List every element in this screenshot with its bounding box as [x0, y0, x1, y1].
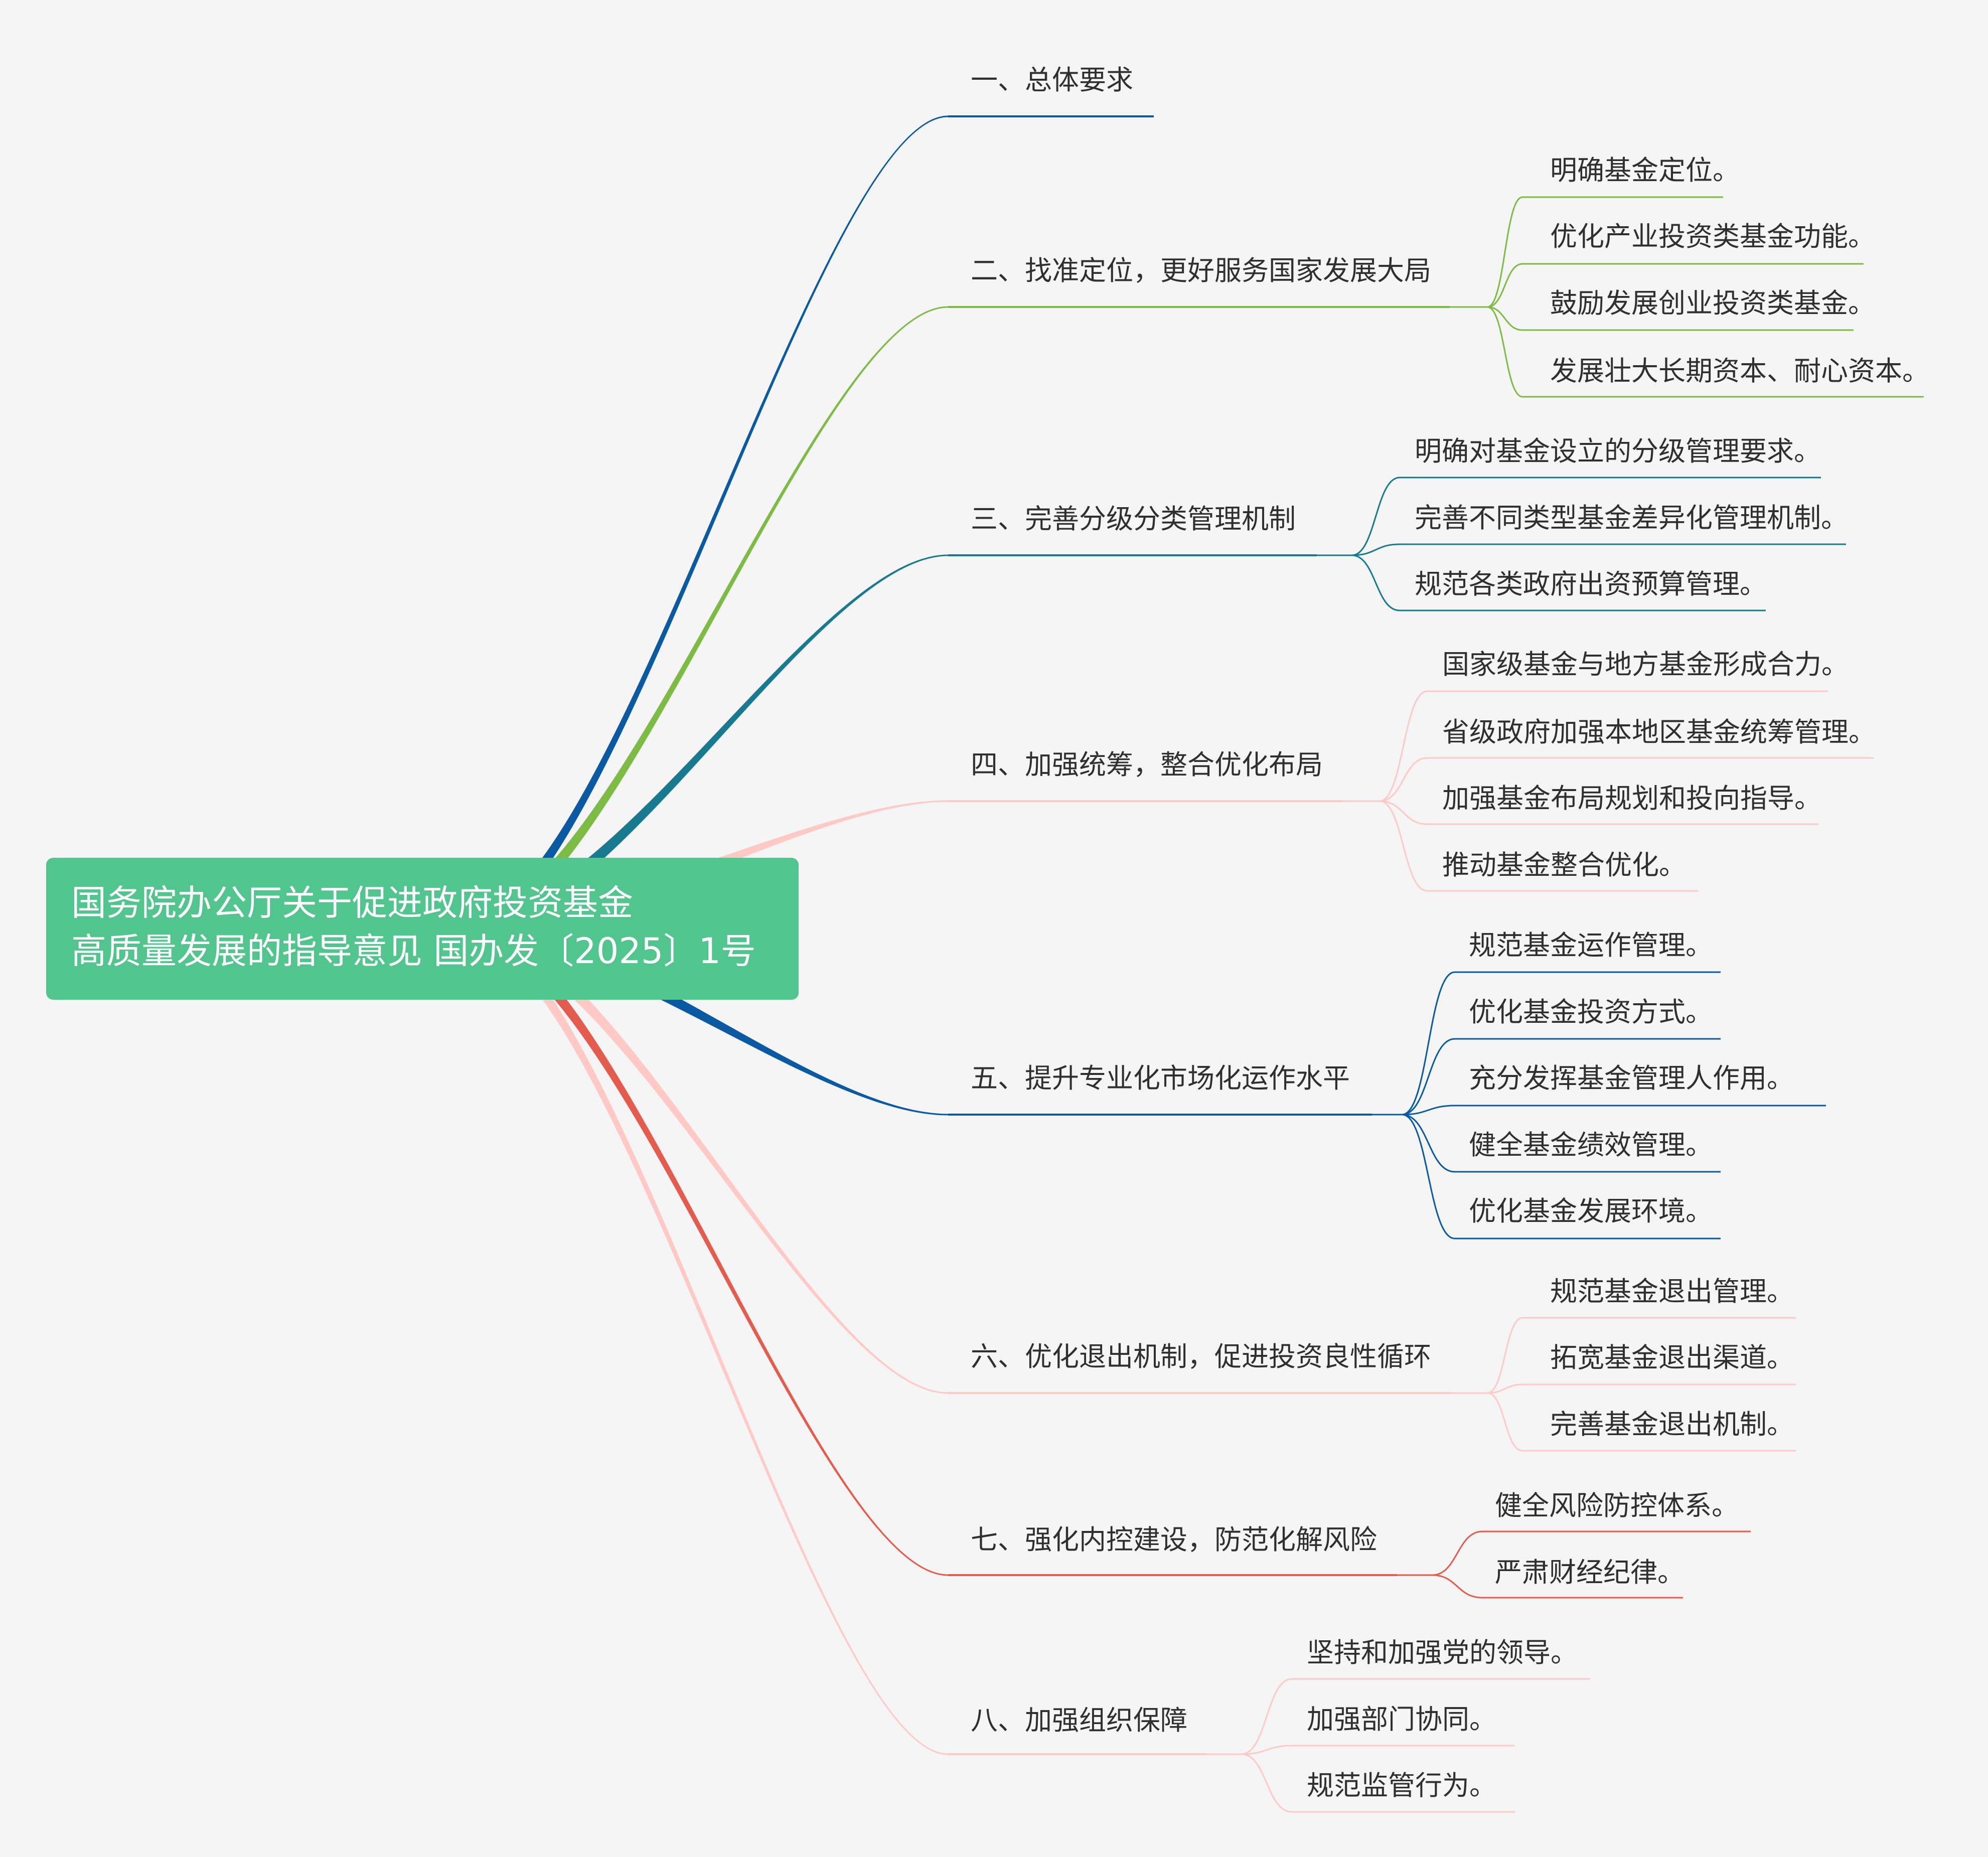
subtopic-5-1[interactable]: 规范基金运作管理。: [1469, 930, 1713, 961]
subtopic-2-1-connector: [1487, 196, 1523, 308]
subtopic-3-1-connector: [1351, 477, 1400, 556]
subtopic-6-1-connector: [1487, 1317, 1523, 1394]
subtopic-5-2[interactable]: 优化基金投资方式。: [1469, 996, 1713, 1028]
subtopic-7-1[interactable]: 健全风险防控体系。: [1495, 1490, 1739, 1521]
subtopic-8-1[interactable]: 坚持和加强党的领导。: [1307, 1637, 1578, 1668]
subtopic-4-2-connector: [1379, 757, 1428, 802]
subtopic-8-3-connector: [1241, 1753, 1292, 1813]
subtopic-6-3[interactable]: 完善基金退出机制。: [1550, 1409, 1794, 1440]
subtopic-4-3[interactable]: 加强基金布局规划和投向指导。: [1442, 783, 1821, 814]
root-node[interactable]: 国务院办公厅关于促进政府投资基金 高质量发展的指导意见 国办发〔2025〕1号: [46, 858, 799, 1000]
subtopic-6-3-connector: [1487, 1392, 1523, 1452]
subtopic-8-3[interactable]: 规范监管行为。: [1307, 1770, 1496, 1801]
subtopic-8-2[interactable]: 加强部门协同。: [1307, 1704, 1496, 1735]
subtopic-2-2[interactable]: 优化产业投资类基金功能。: [1550, 221, 1875, 252]
branch-5-connector: [462, 919, 948, 1116]
root-title-line-1: 国务院办公厅关于促进政府投资基金: [71, 882, 633, 923]
subtopic-4-4-connector: [1379, 800, 1428, 892]
subtopic-4-1[interactable]: 国家级基金与地方基金形成合力。: [1442, 649, 1849, 680]
subtopic-6-2-connector: [1487, 1383, 1523, 1394]
subtopic-5-5[interactable]: 优化基金发展环境。: [1469, 1195, 1713, 1227]
topic-5-label[interactable]: 五、提升专业化市场化运作水平: [971, 1062, 1350, 1094]
subtopic-3-3-connector: [1351, 554, 1400, 611]
topic-1-label[interactable]: 一、总体要求: [971, 64, 1133, 96]
branch-8-connector: [462, 919, 948, 1755]
subtopic-3-1[interactable]: 明确对基金设立的分级管理要求。: [1415, 435, 1821, 467]
subtopic-2-4-connector: [1487, 306, 1523, 398]
branch-1-connector: [462, 115, 948, 937]
subtopic-4-4[interactable]: 推动基金整合优化。: [1442, 849, 1686, 881]
subtopic-4-1-connector: [1379, 690, 1428, 802]
subtopic-4-2[interactable]: 省级政府加强本地区基金统筹管理。: [1442, 716, 1876, 748]
subtopic-3-2-connector: [1351, 543, 1400, 556]
subtopic-5-1-connector: [1402, 971, 1455, 1116]
root-title-line-2: 高质量发展的指导意见 国办发〔2025〕1号: [71, 931, 756, 972]
subtopic-2-4[interactable]: 发展壮大长期资本、耐心资本。: [1550, 355, 1929, 387]
subtopic-6-2[interactable]: 拓宽基金退出渠道。: [1550, 1342, 1794, 1373]
topic-4-label[interactable]: 四、加强统筹，整合优化布局: [971, 749, 1323, 781]
subtopic-8-1-connector: [1241, 1678, 1292, 1755]
subtopic-2-3-connector: [1487, 306, 1523, 331]
subtopic-7-1-connector: [1432, 1530, 1483, 1576]
branch-2-connector: [462, 306, 948, 937]
topic-3-label[interactable]: 三、完善分级分类管理机制: [971, 503, 1296, 535]
subtopic-5-3[interactable]: 充分发挥基金管理人作用。: [1469, 1062, 1794, 1094]
subtopic-2-2-connector: [1487, 263, 1523, 308]
subtopic-2-1[interactable]: 明确基金定位。: [1550, 154, 1740, 186]
topic-7-label[interactable]: 七、强化内控建设，防范化解风险: [971, 1524, 1377, 1556]
subtopic-8-2-connector: [1241, 1745, 1292, 1755]
subtopic-5-2-connector: [1402, 1038, 1455, 1116]
subtopic-3-2[interactable]: 完善不同类型基金差异化管理机制。: [1415, 502, 1848, 534]
subtopic-5-4-connector: [1402, 1114, 1455, 1173]
subtopic-4-3-connector: [1379, 800, 1428, 825]
subtopic-7-2-connector: [1432, 1574, 1483, 1599]
subtopic-6-1[interactable]: 规范基金退出管理。: [1550, 1276, 1794, 1307]
subtopic-5-3-connector: [1402, 1105, 1455, 1116]
topic-8-label[interactable]: 八、加强组织保障: [971, 1705, 1187, 1736]
subtopic-5-4[interactable]: 健全基金绩效管理。: [1469, 1129, 1713, 1161]
subtopic-2-3[interactable]: 鼓励发展创业投资类基金。: [1550, 287, 1875, 319]
subtopic-7-2[interactable]: 严肃财经纪律。: [1495, 1557, 1685, 1588]
topic-2-label[interactable]: 二、找准定位，更好服务国家发展大局: [971, 255, 1431, 286]
subtopic-5-5-connector: [1402, 1114, 1455, 1240]
branch-3-connector: [462, 554, 948, 937]
topic-6-label[interactable]: 六、优化退出机制，促进投资良性循环: [971, 1341, 1431, 1372]
subtopic-3-3[interactable]: 规范各类政府出资预算管理。: [1415, 568, 1767, 600]
